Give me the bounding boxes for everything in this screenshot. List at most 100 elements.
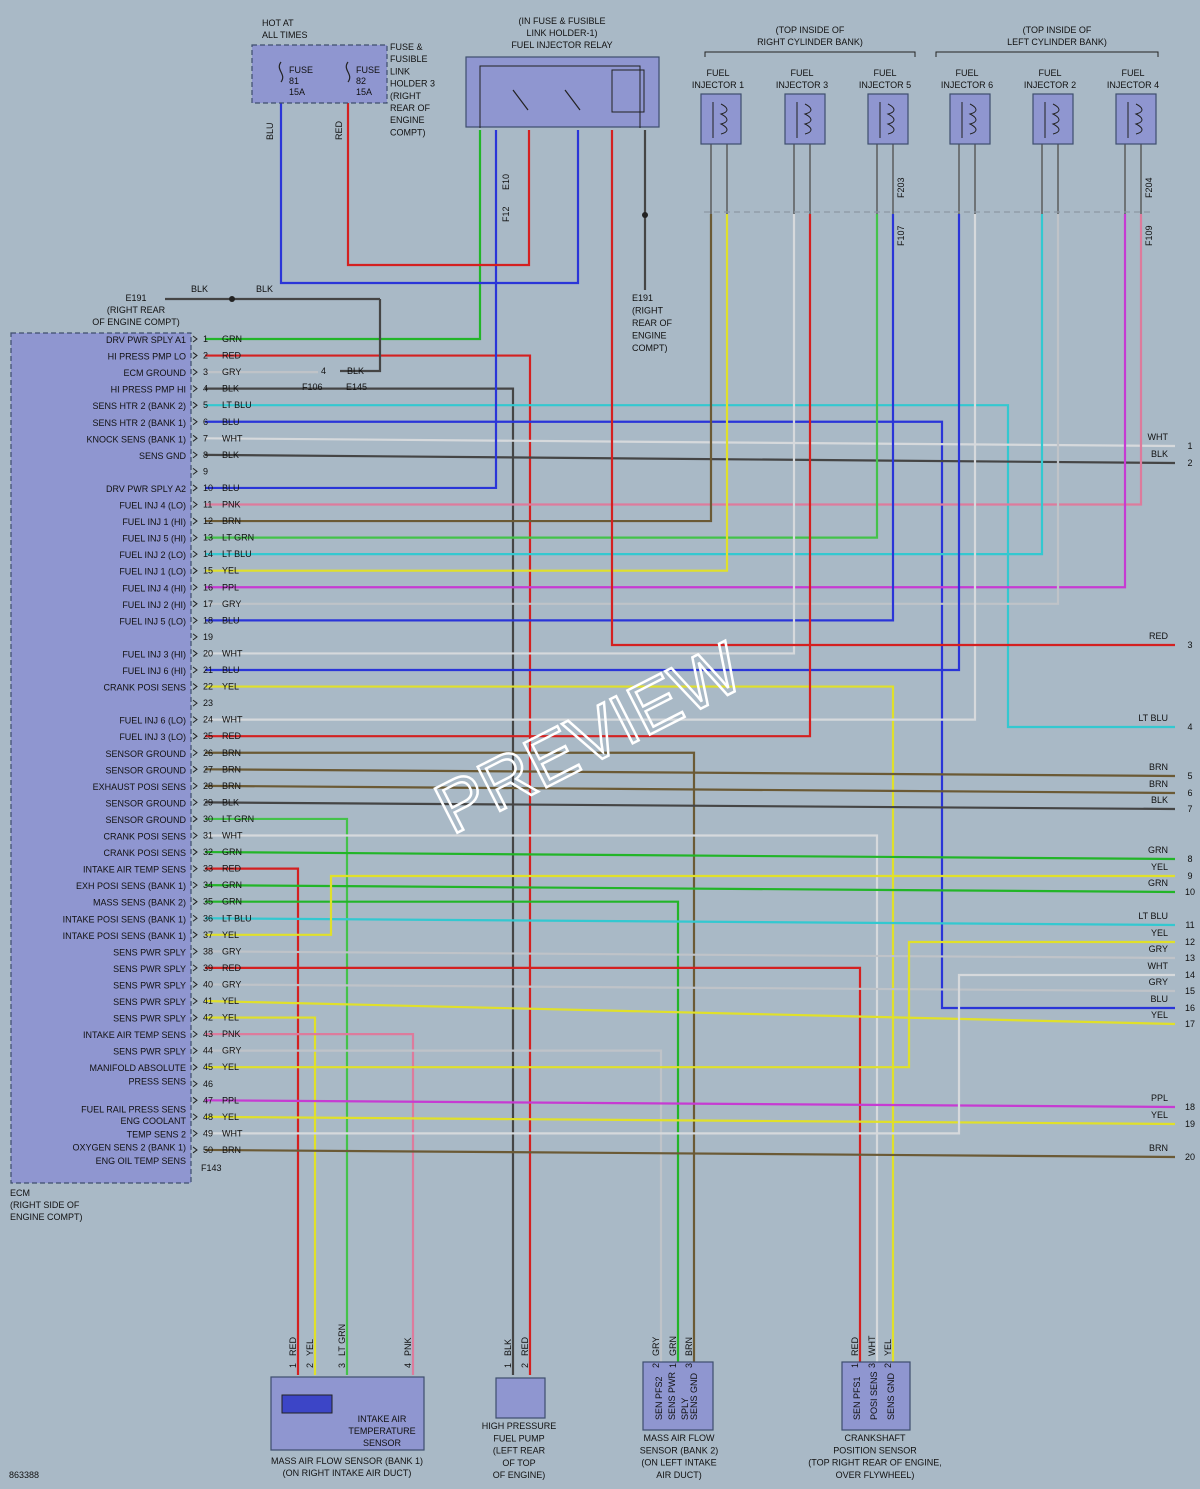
right-terminal-color: WHT <box>1148 961 1169 971</box>
ecm-pin-label: FUEL INJ 2 (LO) <box>119 550 186 560</box>
ecm-pin-number: 42 <box>203 1013 213 1023</box>
pin-chevron <box>192 583 198 591</box>
right-terminal-number: 8 <box>1187 854 1192 864</box>
connector-f203: F203 <box>896 177 906 198</box>
right-terminal-color: LT BLU <box>1138 713 1168 723</box>
ground-e191-right: E191 <box>632 293 653 303</box>
pin-chevron <box>192 1063 198 1071</box>
maf1-label: (ON RIGHT INTAKE AIR DUCT) <box>283 1468 412 1478</box>
ecm-pin-number: 11 <box>203 500 212 510</box>
right-terminal-number: 3 <box>1187 640 1192 650</box>
injector-box <box>700 93 742 145</box>
ecm-pin-number: 40 <box>203 979 213 989</box>
ecm-wire-color: PPL <box>222 582 239 592</box>
ecm-pin-number: 9 <box>203 466 208 476</box>
wire-pin-14 <box>205 214 1044 556</box>
sensor-wire-color: RED <box>850 1336 860 1356</box>
ecm-pin-number: 48 <box>203 1112 213 1122</box>
ecm-pin-number: 41 <box>203 996 213 1006</box>
ecm-pin-number: 29 <box>203 797 213 807</box>
right-terminal-color: BRN <box>1149 762 1168 772</box>
wire-pin-33 <box>205 867 300 1375</box>
pin-chevron <box>192 848 198 856</box>
ecm-wire-color: PPL <box>222 1095 239 1105</box>
pin-chevron <box>192 368 198 376</box>
ecm-wire-color: YEL <box>222 1013 239 1023</box>
ecm-pin-number: 38 <box>203 946 213 956</box>
ecm-pin-label: FUEL INJ 5 (HI) <box>122 534 186 544</box>
pump-label: OF TOP <box>502 1458 535 1468</box>
ecm-pin-number: 27 <box>203 764 213 774</box>
wire-pin-36 <box>204 917 1176 927</box>
injector-label: FUEL <box>873 68 896 78</box>
right-terminal-color: YEL <box>1151 928 1168 938</box>
pin-chevron <box>192 782 198 790</box>
wire-pin-38 <box>204 950 1176 960</box>
ecm-pin-label: FUEL INJ 6 (HI) <box>122 666 186 676</box>
sensor-pin-number: 3 <box>867 1363 877 1368</box>
injector-label: FUEL <box>790 68 813 78</box>
ecm-pin-number: 39 <box>203 963 213 973</box>
ecm-wire-color: GRN <box>222 897 242 907</box>
pin-chevron <box>192 385 198 393</box>
wire-pin-26 <box>205 751 696 1375</box>
ecm-pin-number: 46 <box>203 1079 213 1089</box>
pin-chevron <box>192 898 198 906</box>
connector-f107: F107 <box>896 225 906 246</box>
right-terminal-number: 2 <box>1187 458 1192 468</box>
right-terminal-color: BLK <box>1151 795 1168 805</box>
sensor-wire-color: GRN <box>668 1336 678 1356</box>
ecm-pin-label: SENS PWR SPLY <box>113 964 186 974</box>
pin-chevron <box>192 1080 198 1088</box>
ckp-pin-label: SENS GND <box>886 1372 896 1420</box>
fuse-81-label: 81 <box>289 76 299 86</box>
ecm-pin-label: SENS GND <box>139 451 187 461</box>
ecm-wire-color: BRN <box>222 781 241 791</box>
right-terminal-number: 7 <box>1187 804 1192 814</box>
wire-pin-50 <box>204 1148 1176 1159</box>
ecm-wire-color: WHT <box>222 1128 243 1138</box>
ecm-pin-label: DRV PWR SPLY A1 <box>106 335 186 345</box>
injector-coil <box>796 102 812 138</box>
fuse-holder-label: FUSE & <box>390 42 423 52</box>
ecm-wire-color: GRY <box>222 979 241 989</box>
pin-chevron <box>192 517 198 525</box>
ckp-label: OVER FLYWHEEL) <box>836 1470 915 1480</box>
right-terminal-color: WHT <box>1148 432 1169 442</box>
pin-chevron <box>192 401 198 409</box>
fuse-element <box>278 61 284 83</box>
maf1-label: MASS AIR FLOW SENSOR (BANK 1) <box>271 1456 423 1466</box>
right-terminal-number: 10 <box>1185 887 1195 897</box>
injector-box <box>1115 93 1157 145</box>
ecm-pin-label: SENS PWR SPLY <box>113 1014 186 1024</box>
ecm-pin-label: CRANK POSI SENS <box>103 832 186 842</box>
fuse-holder-label: REAR OF <box>390 103 431 113</box>
sensor-wire-color: LT GRN <box>337 1324 347 1356</box>
fuse-holder-label: (RIGHT <box>390 91 421 101</box>
ecm-pin-number: 25 <box>203 731 213 741</box>
relay-switch <box>512 89 581 111</box>
right-terminal-number: 15 <box>1185 986 1195 996</box>
diagram-code: 863388 <box>9 1470 39 1480</box>
pin-chevron <box>192 650 198 657</box>
right-terminal-number: 16 <box>1185 1003 1195 1013</box>
pin-chevron <box>192 434 198 442</box>
maf2-pin-label: SENS PWR <box>667 1371 677 1420</box>
injector-label: INJECTOR 2 <box>1024 80 1076 90</box>
ecm-wire-color: BLU <box>222 665 240 675</box>
right-terminal-color: BLK <box>1151 449 1168 459</box>
ecm-pin-number: 44 <box>203 1046 213 1056</box>
pin-chevron <box>192 1096 198 1104</box>
pin-chevron <box>192 799 198 806</box>
pin-chevron <box>192 418 198 426</box>
ecm-pin-number: 16 <box>203 582 213 592</box>
ecm-pin-number: 4 <box>203 384 208 394</box>
hot-at-all-times: ALL TIMES <box>262 30 308 40</box>
iat-label: TEMPERATURE <box>348 1426 415 1436</box>
injector-box <box>784 93 826 145</box>
wire-pin-39 <box>205 966 862 1375</box>
ecm-pin-label: EXH POSI SENS (BANK 1) <box>76 881 186 891</box>
ecm-pin-number: 5 <box>203 400 208 410</box>
sensor-pin-number: 2 <box>651 1363 661 1368</box>
ecm-wire-color: GRN <box>222 334 242 344</box>
